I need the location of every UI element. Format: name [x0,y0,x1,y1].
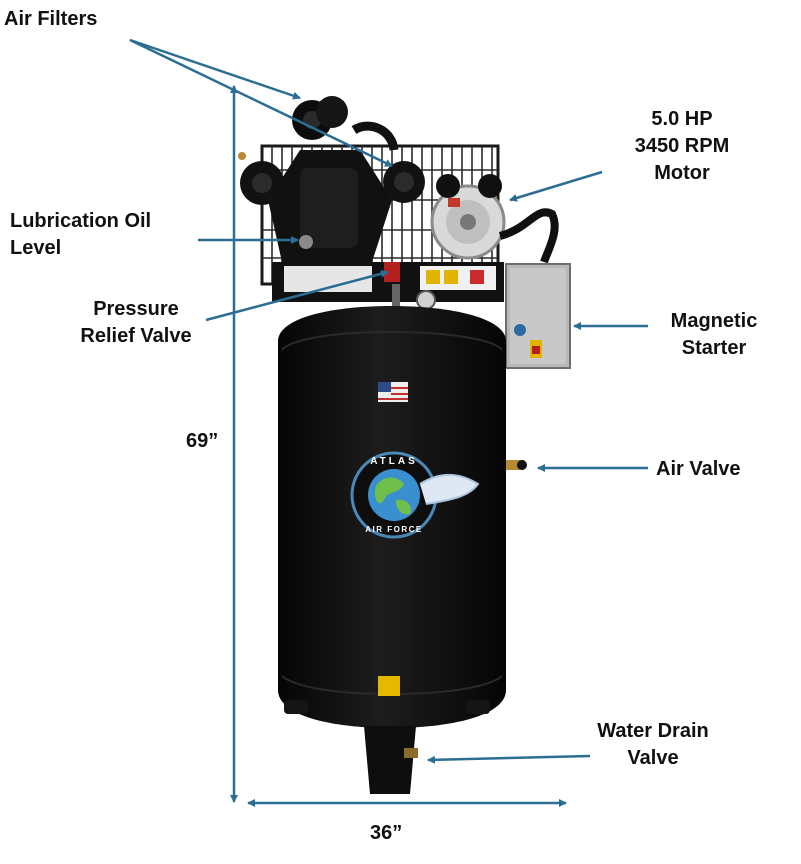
label-air-filters: Air Filters [4,8,98,30]
label-motor-line-3: Motor [654,162,710,184]
label-drain-line-1: Water Drain [597,720,709,742]
label-pressure-line-2: Relief Valve [80,325,192,347]
logo-sub-text: AIR FORCE [365,525,423,534]
label-air-valve: Air Valve [656,458,741,480]
arrow-air-filter-left [129,38,301,100]
tank-legs [284,700,490,794]
label-water-drain-valve: Water Drain Valve [578,718,728,772]
label-motor-line-1: 5.0 HP [651,108,713,130]
label-starter-line-1: Magnetic [670,310,758,332]
label-lubrication-line-2: Level [10,237,62,259]
compressor-illustration: ATLAS AIR FORCE [238,96,571,794]
label-lubrication-line-1: Lubrication Oil [10,210,152,232]
magnetic-starter-box [505,263,571,369]
callout-arrows [129,38,648,807]
logo-brand-text: ATLAS [370,456,418,467]
label-pressure-relief-valve: Pressure Relief Valve [56,296,216,350]
label-height-dimension: 69” [186,430,219,452]
label-motor-line-2: 3450 RPM [634,135,730,157]
arrow-air-filter-right [129,38,393,168]
label-drain-line-2: Valve [627,747,679,769]
label-pressure-line-1: Pressure [93,298,179,320]
label-motor: 5.0 HP 3450 RPM Motor [602,106,762,187]
label-magnetic-starter: Magnetic Starter [644,308,784,362]
arrow-motor [509,170,603,202]
label-lubrication-oil-level: Lubrication Oil Level [10,208,151,262]
label-starter-line-2: Starter [681,337,747,359]
electric-motor [430,174,559,264]
arrow-water-drain [427,754,591,764]
atlas-air-force-logo: ATLAS AIR FORCE [350,451,480,539]
label-width-dimension: 36” [370,822,403,844]
pump-head [238,96,425,262]
